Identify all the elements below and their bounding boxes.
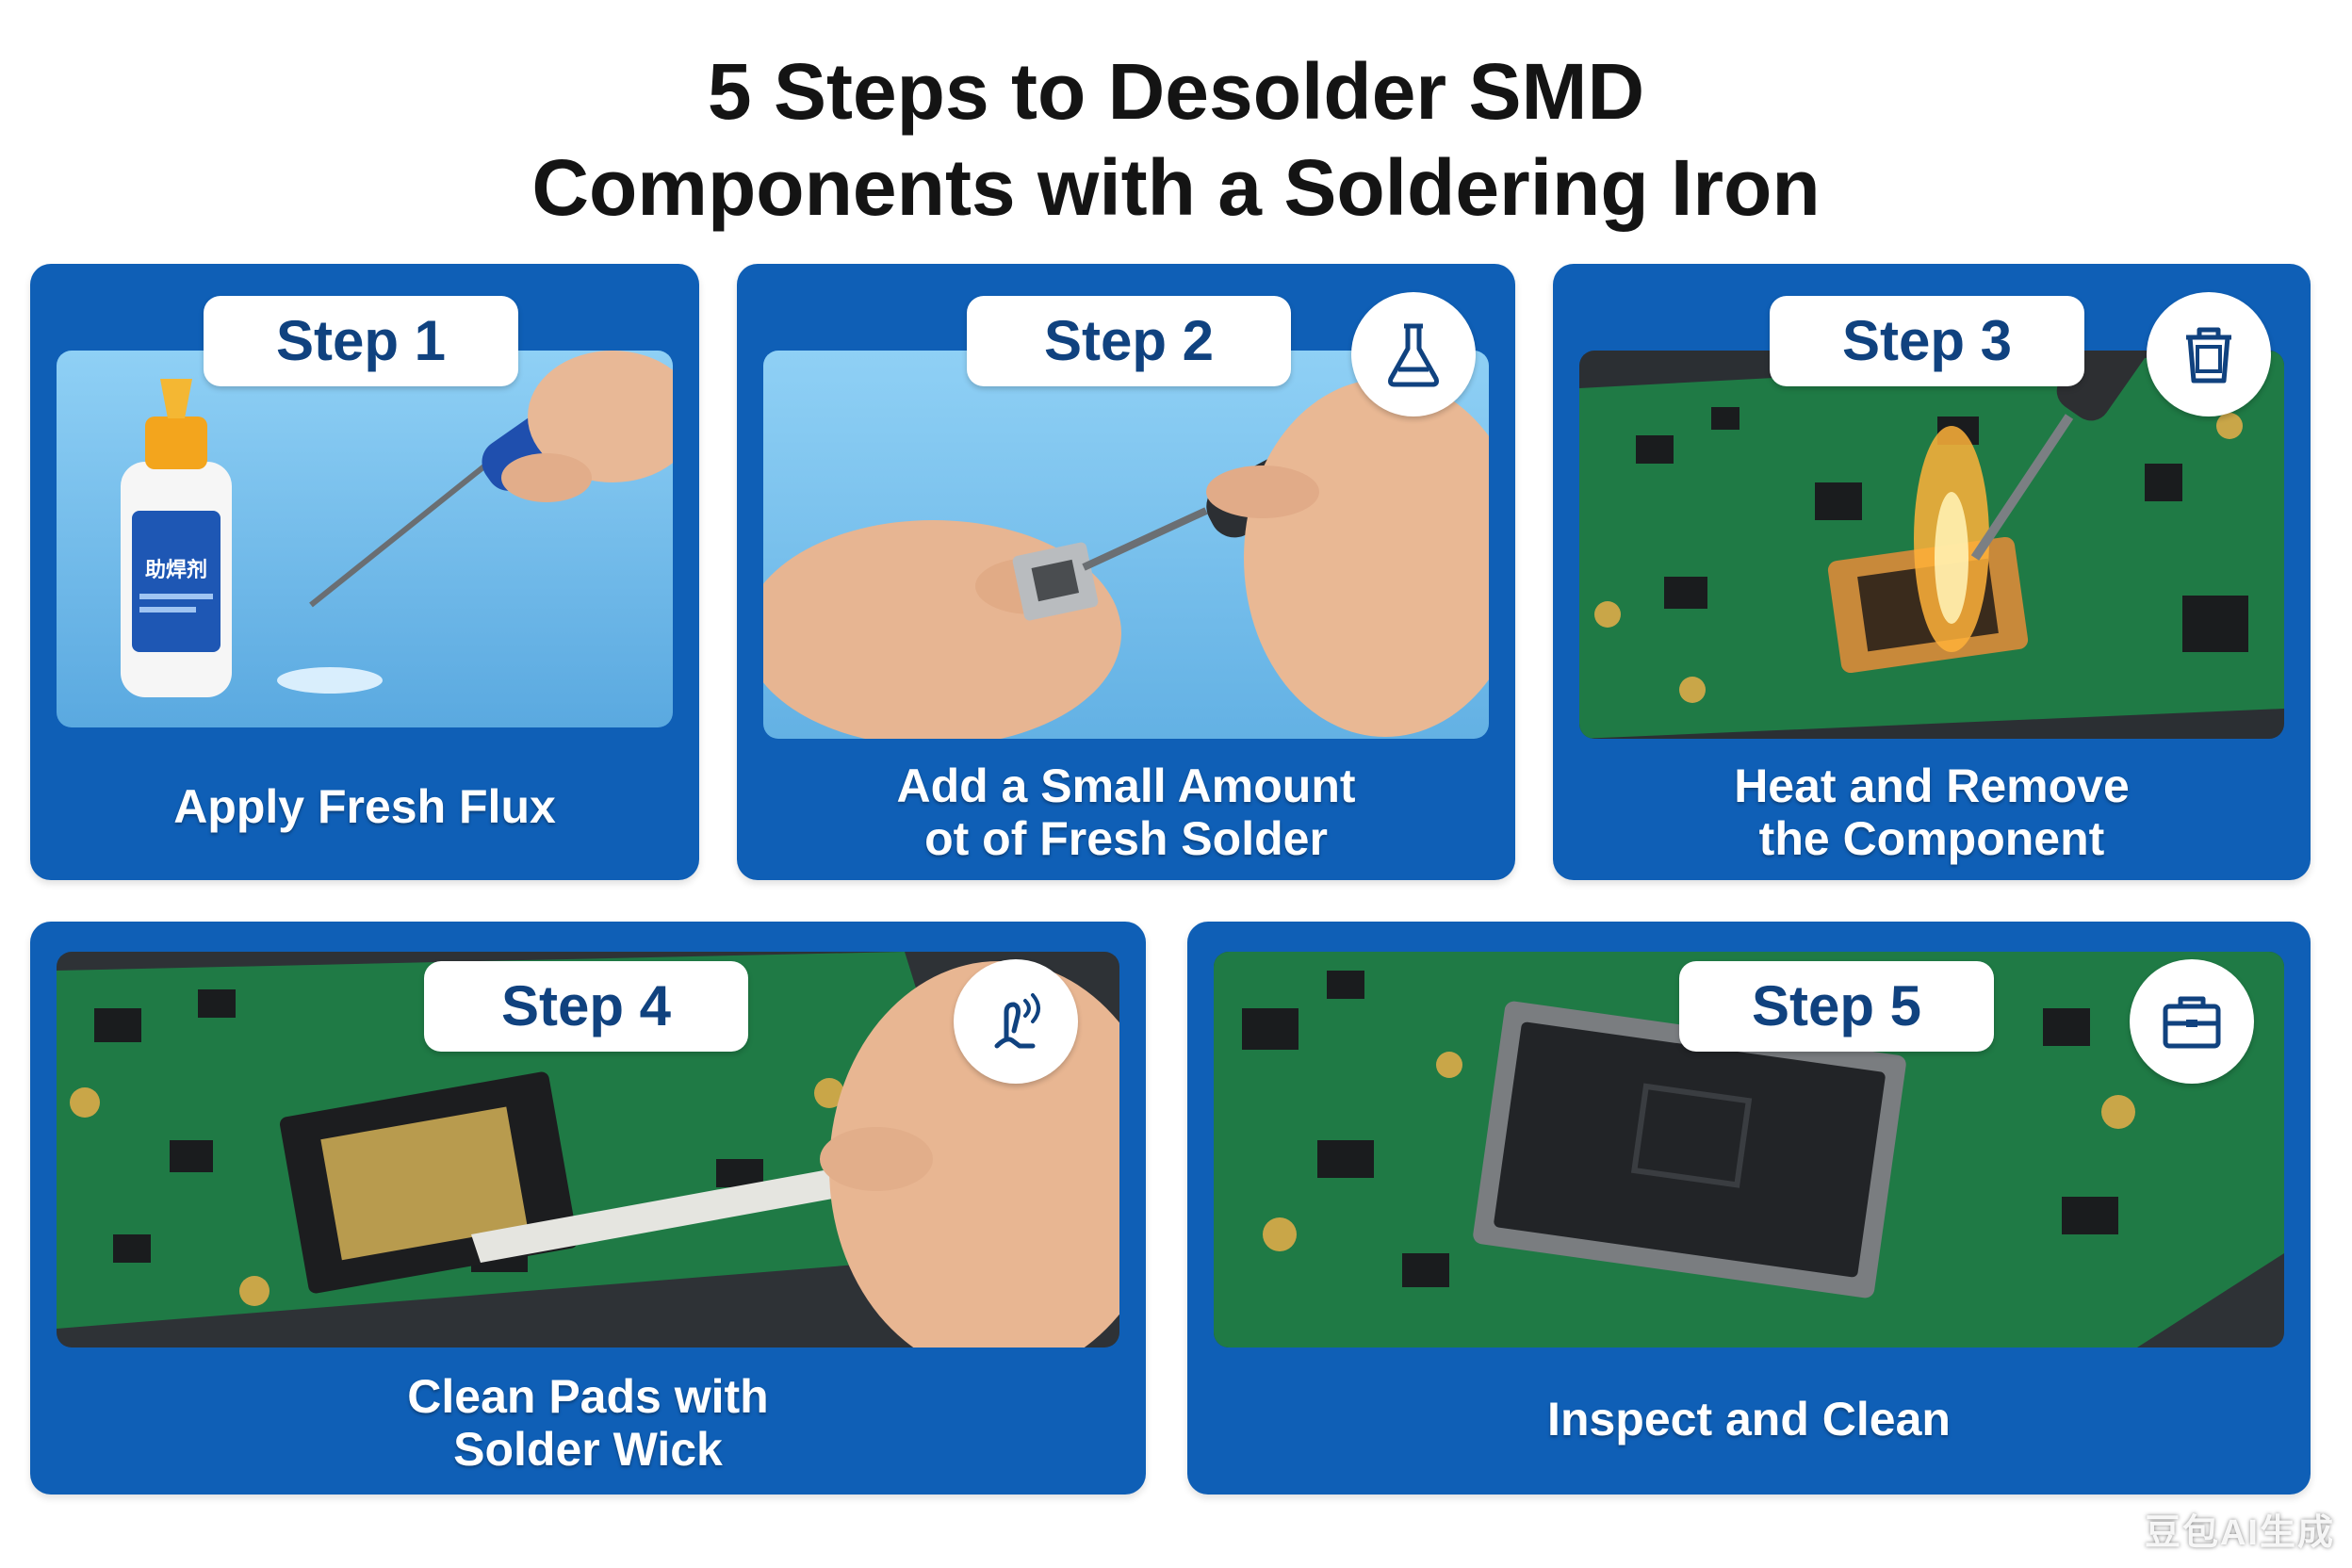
step-3-icon-badge (2147, 292, 2271, 416)
step-1-caption: Apply Fresh Flux (30, 780, 699, 833)
hand-wick-icon (994, 993, 1040, 1049)
step-1-caption-line-1: Apply Fresh Flux (173, 780, 556, 833)
step-2-badge: Step 2 (967, 296, 1291, 386)
step-3-caption-line-1: Heat and Remove (1734, 760, 2130, 812)
step-5-icon-badge (2130, 959, 2254, 1084)
step-1-photo: 助焊剂 (57, 351, 673, 727)
step-1-badge: Step 1 (204, 296, 518, 386)
step-2-card: Step 2 Add a Small Amount ot of Fresh So… (737, 264, 1515, 880)
step-4-photo (57, 952, 1119, 1348)
step-5-badge: Step 5 (1679, 961, 1994, 1052)
step-3-caption: Heat and Remove the Component (1553, 760, 2311, 865)
title-line-1: 5 Steps to Desolder SMD (707, 47, 1645, 136)
step-2-photo (763, 351, 1489, 739)
toolbox-icon (2163, 996, 2221, 1049)
step-4-badge: Step 4 (424, 961, 748, 1052)
step-5-caption: Inspect and Clean (1187, 1393, 2311, 1446)
step-4-caption-line-1: Clean Pads with (407, 1370, 769, 1423)
step-3-caption-line-2: the Component (1758, 812, 2105, 865)
flask-icon (1388, 323, 1439, 387)
step-3-card: Step 3 Heat and Remove the Component (1553, 264, 2311, 880)
step-5-photo (1214, 952, 2284, 1348)
bottle-label: 助焊剂 (145, 558, 207, 582)
step-4-card: Step 4 Clean Pads with Solder Wick (30, 922, 1146, 1494)
page-title: 5 Steps to Desolder SMD Components with … (0, 43, 2352, 236)
step-2-caption-line-2: ot of Fresh Solder (924, 812, 1328, 865)
step-3-photo (1579, 351, 2284, 739)
step-1-card: 助焊剂 Step 1 Apply Fresh Flux (30, 264, 699, 880)
step-2-icon-badge (1351, 292, 1476, 416)
step-5-caption-line-1: Inspect and Clean (1547, 1393, 1951, 1446)
watermark: 豆包AI生成 (2144, 1513, 2335, 1553)
step-4-caption-line-2: Solder Wick (453, 1423, 723, 1476)
step-2-caption: Add a Small Amount ot of Fresh Solder (737, 760, 1515, 865)
trash-can-icon (2186, 327, 2231, 384)
title-line-2: Components with a Soldering Iron (531, 143, 1821, 232)
step-4-icon-badge (954, 959, 1078, 1084)
step-4-caption: Clean Pads with Solder Wick (30, 1370, 1146, 1476)
step-2-caption-line-1: Add a Small Amount (896, 760, 1356, 812)
step-3-badge: Step 3 (1770, 296, 2084, 386)
step-5-card: Step 5 Inspect and Clean (1187, 922, 2311, 1494)
